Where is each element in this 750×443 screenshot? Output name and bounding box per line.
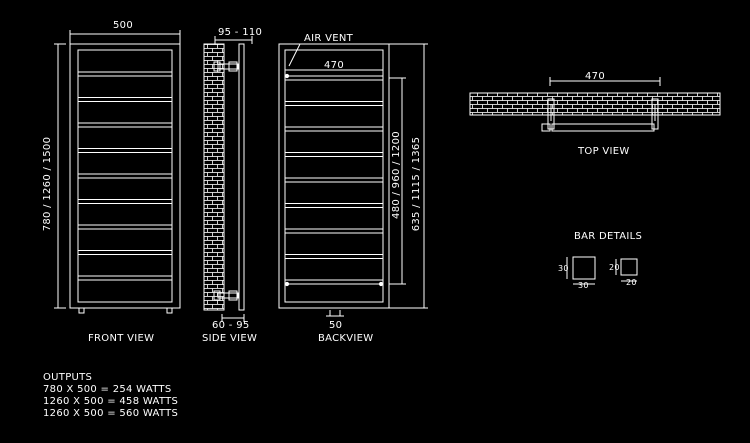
front-view [54, 30, 180, 313]
bar-detail-1-width: 30 [578, 281, 589, 290]
front-bar [78, 98, 172, 102]
back-bar [285, 204, 383, 208]
front-view-title: FRONT VIEW [88, 333, 155, 344]
output-line-3: 1260 X 500 = 560 WATTS [43, 408, 179, 419]
front-bar [78, 200, 172, 204]
bar-details-title: BAR DETAILS [574, 231, 643, 242]
back-total-dim: 635 / 1115 / 1365 [411, 136, 422, 232]
bar-detail-2-width: 20 [626, 278, 637, 287]
back-bar [285, 255, 383, 259]
front-width-dim: 500 [113, 20, 133, 31]
back-inner-frame [285, 50, 383, 302]
back-bar [285, 178, 383, 182]
top-wall-bricks [470, 93, 720, 115]
side-wall-bricks [204, 44, 224, 310]
front-outer-frame [70, 44, 180, 308]
back-bar [285, 127, 383, 131]
bar-detail-30 [573, 257, 595, 279]
top-view [470, 77, 720, 131]
top-width-dim: 470 [585, 71, 605, 82]
back-view [279, 44, 428, 316]
side-bottom-bracket [218, 293, 238, 298]
output-line-2: 1260 X 500 = 458 WATTS [43, 396, 179, 407]
side-view-title: SIDE VIEW [202, 333, 258, 344]
back-bar [285, 153, 383, 157]
front-bar [78, 251, 172, 255]
air-vent-label: AIR VENT [304, 33, 354, 44]
bar-detail-2-height: 20 [609, 263, 620, 272]
output-line-1: 780 X 500 = 254 WATTS [43, 384, 172, 395]
back-bar [285, 76, 383, 80]
back-bottom-dim: 50 [329, 320, 343, 331]
front-bar [78, 149, 172, 153]
front-bar [78, 225, 172, 229]
outputs-title: OUTPUTS [43, 372, 93, 383]
bar-detail-20 [621, 259, 637, 275]
front-bar [78, 72, 172, 76]
back-width-dim: 470 [324, 60, 344, 71]
side-top-bracket [218, 64, 238, 69]
front-inner-frame [78, 50, 172, 302]
side-radiator-profile [239, 44, 244, 310]
front-bars [78, 72, 172, 280]
front-bar [78, 123, 172, 127]
side-view [204, 36, 252, 322]
front-height-dim: 780 / 1260 / 1500 [42, 136, 53, 232]
side-depth-bottom-dim: 60 - 95 [212, 320, 250, 331]
top-radiator-profile [552, 124, 654, 131]
back-outer-frame [279, 44, 389, 308]
back-view-title: BACKVIEW [318, 333, 374, 344]
bar-details [567, 257, 637, 284]
top-view-title: TOP VIEW [578, 146, 630, 157]
back-bar [285, 229, 383, 233]
back-bar [285, 102, 383, 106]
side-depth-top-dim: 95 - 110 [218, 27, 263, 38]
back-bars [285, 76, 383, 284]
bar-detail-1-height: 30 [558, 264, 569, 273]
back-bar [285, 280, 383, 284]
front-bar [78, 174, 172, 178]
front-bar [78, 276, 172, 280]
back-centres-dim: 480 / 960 / 1200 [391, 131, 402, 219]
